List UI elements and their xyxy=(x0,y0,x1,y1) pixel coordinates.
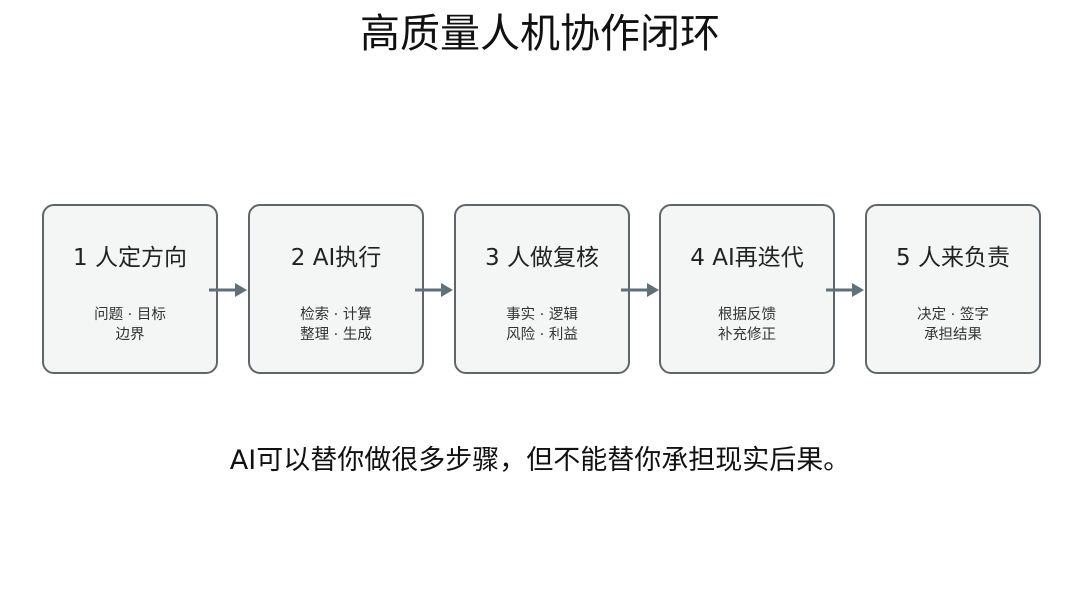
arrow-right-icon xyxy=(415,283,453,297)
step-title: 1 人定方向 xyxy=(73,245,187,271)
step-box-1: 1 人定方向 问题 · 目标 边界 xyxy=(42,204,218,374)
step-title: 3 人做复核 xyxy=(485,245,599,271)
step-title: 2 AI执行 xyxy=(290,245,382,271)
step-box-2: 2 AI执行 检索 · 计算 整理 · 生成 xyxy=(248,204,424,374)
footer-caption: AI可以替你做很多步骤，但不能替你承担现实后果。 xyxy=(229,445,851,476)
step-title: 4 AI再迭代 xyxy=(690,245,804,271)
step-detail: 边界 xyxy=(115,327,145,343)
step-detail: 根据反馈 xyxy=(718,307,776,323)
diagram-title: 高质量人机协作闭环 xyxy=(360,11,720,57)
step-box-3: 3 人做复核 事实 · 逻辑 风险 · 利益 xyxy=(454,204,630,374)
step-detail: 整理 · 生成 xyxy=(300,327,372,343)
step-detail: 决定 · 签字 xyxy=(917,307,989,323)
step-box-4: 4 AI再迭代 根据反馈 补充修正 xyxy=(659,204,835,374)
step-detail: 检索 · 计算 xyxy=(300,307,372,323)
step-detail: 补充修正 xyxy=(718,327,776,343)
arrow-right-icon xyxy=(621,283,659,297)
step-box-5: 5 人来负责 决定 · 签字 承担结果 xyxy=(865,204,1041,374)
step-detail: 承担结果 xyxy=(924,327,982,343)
step-detail: 事实 · 逻辑 xyxy=(506,307,578,323)
step-title: 5 人来负责 xyxy=(896,245,1010,271)
step-detail: 问题 · 目标 xyxy=(94,307,166,323)
arrow-right-icon xyxy=(826,283,864,297)
arrow-right-icon xyxy=(209,283,247,297)
step-detail: 风险 · 利益 xyxy=(506,327,578,343)
